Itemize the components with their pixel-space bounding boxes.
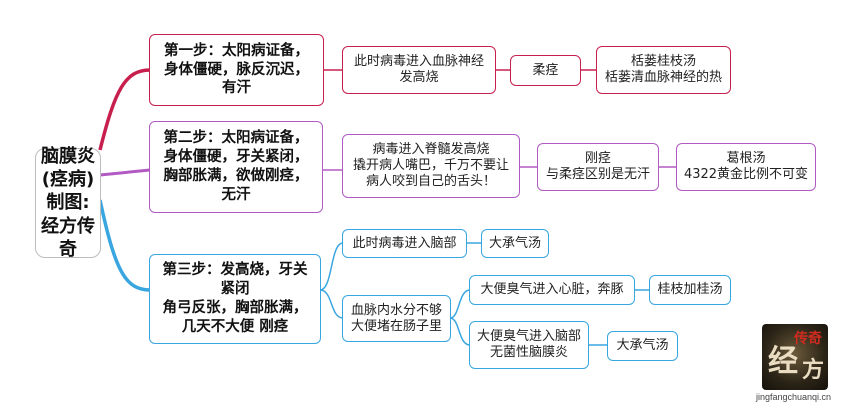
link-3-a <box>319 242 344 291</box>
step-3-heart-node: 大便臭气进入心脏，奔豚 <box>469 275 635 305</box>
footer-url: jingfangchuanqi.cn <box>756 392 832 402</box>
step-3-brain-node: 此时病毒进入脑部 <box>342 229 467 258</box>
step-3-meningitis-node: 大便臭气进入脑部 无菌性脑膜炎 <box>469 321 589 369</box>
logo-char-jing: 经 <box>768 344 798 379</box>
branch-line-1 <box>98 68 151 151</box>
step-1-formula-node: 栝蒌桂枝汤 栝蒌清血脉神经的热 <box>596 46 731 94</box>
step-3-brain-formula-node: 大承气汤 <box>481 229 549 258</box>
link-3-b-c2 <box>449 317 471 346</box>
logo-chuanqi: 传奇 <box>794 331 822 347</box>
step-2-node: 第二步：太阳病证备， 身体僵硬，牙关紧闭， 胸部胀满，欲做刚痉， 无汗 <box>149 121 323 213</box>
step-1-virus-node: 此时病毒进入血脉神经 发高烧 <box>342 46 496 94</box>
step-1-node: 第一步：太阳病证备， 身体僵硬，脉反沉迟， 有汗 <box>149 34 324 106</box>
logo-char-fang: 方 <box>801 357 824 383</box>
step-3-node: 第三步：发高烧，牙关 紧闭 角弓反张，胸部胀满， 几天不大便 刚痉 <box>149 254 321 344</box>
brand-logo: 经 传奇 方 <box>762 324 828 390</box>
link-3-b-c1 <box>449 289 471 319</box>
step-3-fluid-node: 血脉内水分不够 大便堵在肠子里 <box>342 295 451 342</box>
step-2-virus-node: 病毒进入脊髓发高烧 撬开病人嘴巴，千万不要让 病人咬到自己的舌头！ <box>342 134 520 198</box>
step-1-syndrome-node: 柔痉 <box>510 55 581 86</box>
root-topic: 脑膜炎 (痉病) 制图: 经方传奇 <box>35 146 101 260</box>
step-2-formula-node: 葛根汤 4322黄金比例不可变 <box>676 143 816 191</box>
branch-line-3 <box>98 199 151 292</box>
step-2-syndrome-node: 刚痉 与柔痉区别是无汗 <box>537 143 659 191</box>
branch-line-2 <box>99 168 151 177</box>
link-3-b <box>319 289 344 319</box>
step-3-meningitis-formula-node: 大承气汤 <box>607 331 678 361</box>
step-3-heart-formula-node: 桂枝加桂汤 <box>649 275 731 305</box>
